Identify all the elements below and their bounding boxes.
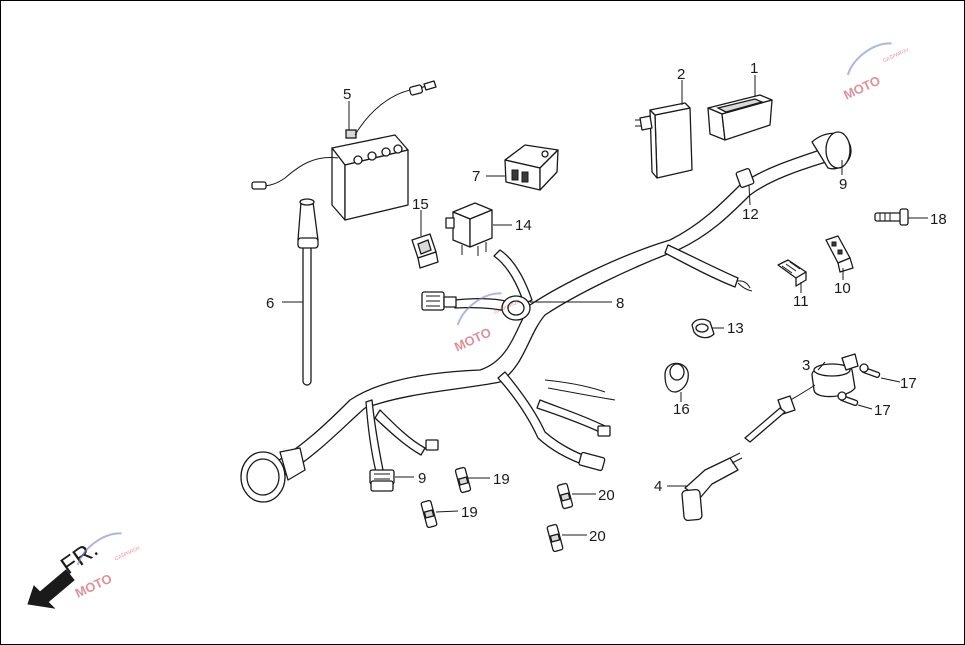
part-10	[825, 235, 854, 273]
callout-17-upper: 17	[900, 375, 917, 392]
fuse-19b	[420, 499, 438, 529]
bolt-18	[874, 208, 909, 226]
callout-11: 11	[793, 293, 809, 310]
callout-17-lower: 17	[874, 402, 891, 419]
watermark-swoosh-icon	[456, 292, 502, 326]
screw-17b	[837, 391, 859, 406]
battery-part	[251, 80, 437, 221]
callout-2: 2	[677, 66, 685, 83]
fuse-20a	[556, 482, 574, 510]
watermark-brand: MOTO	[452, 324, 493, 354]
watermark-sub: GAŠPAROV	[113, 544, 142, 562]
part-4	[681, 452, 743, 522]
breather-tube-part	[297, 198, 319, 386]
watermark-brand: MOTO	[73, 571, 114, 601]
callout-20-upper: 20	[598, 487, 615, 504]
part-14	[445, 202, 493, 256]
part-13	[691, 318, 715, 339]
fuse-20b	[546, 523, 564, 553]
part-16	[664, 362, 689, 393]
screw-17a	[859, 363, 881, 378]
callout-20-lower: 20	[589, 528, 606, 545]
wire-harness	[240, 131, 852, 503]
watermark-brand: MOTO	[841, 73, 882, 103]
watermark-swoosh-icon	[846, 42, 892, 76]
callout-13: 13	[727, 320, 744, 337]
callout-8: 8	[616, 295, 624, 312]
callout-6: 6	[266, 295, 274, 312]
front-arrow-icon	[27, 569, 75, 609]
part-2	[635, 102, 693, 179]
callout-14: 14	[515, 217, 532, 234]
callout-19-lower: 19	[461, 504, 478, 521]
part-3	[744, 353, 859, 443]
callout-3: 3	[802, 357, 810, 374]
callout-5: 5	[343, 86, 351, 103]
callout-9-upper: 9	[839, 176, 847, 193]
watermark-swoosh-icon	[76, 532, 122, 566]
callout-18: 18	[930, 211, 947, 228]
callout-16: 16	[673, 401, 690, 418]
part-9-coupler	[370, 480, 394, 492]
callout-12: 12	[742, 206, 759, 223]
callout-10: 10	[834, 280, 851, 297]
callout-7: 7	[472, 168, 480, 185]
callout-15: 15	[412, 196, 429, 213]
part-7	[504, 144, 559, 191]
part-15	[411, 233, 439, 269]
callout-4: 4	[654, 478, 662, 495]
front-direction-indicator: FR.	[27, 536, 103, 609]
part-1	[707, 94, 773, 141]
callout-19-upper: 19	[493, 471, 510, 488]
part-11	[777, 259, 807, 287]
leader-lines	[282, 75, 928, 536]
callout-9-lower: 9	[418, 470, 426, 487]
watermark-sub: GAŠPAROV	[882, 46, 911, 64]
callout-1: 1	[750, 60, 758, 77]
fuse-19a	[454, 466, 472, 494]
watermark-top-right: MOTO GAŠPAROV	[841, 42, 911, 103]
callout-labels: 1 2 3 4 5 6 7 8 9 9 10 11 12 13 14 15 16…	[266, 60, 947, 545]
